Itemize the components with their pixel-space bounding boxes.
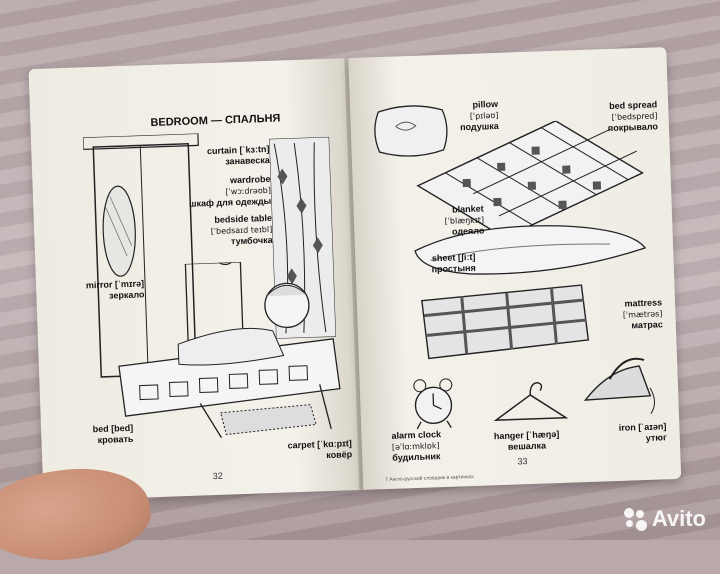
page-title: BEDROOM — СПАЛЬНЯ: [150, 112, 281, 130]
pillow-russian: подушка: [459, 120, 499, 133]
open-book: BEDROOM — СПАЛЬНЯ: [23, 47, 688, 509]
carpet-russian: ковёр: [326, 449, 353, 461]
hanger-illustration: [493, 381, 569, 421]
mirror-label: mirror [ˈmɪrə] зеркало: [64, 278, 145, 303]
mattress-label: mattress [ˈmætrəs] матрас: [597, 297, 663, 332]
hanger-label: hanger [ˈhæŋə] вешалка: [476, 428, 577, 453]
page-number-left: 32: [212, 470, 224, 482]
wardrobe-russian: шкаф для одежды: [188, 195, 272, 209]
wardrobe-illustration: [82, 133, 199, 378]
curtain-label: curtain [ˈkɜːtn] занавеска: [181, 144, 270, 169]
right-page: pillow [ˈpɪləʊ] подушка bed spread [ˈbed…: [348, 47, 682, 490]
pillow-illustration: [374, 105, 448, 157]
page-footnote: 7 Англо-русский словарик в картинках: [384, 473, 474, 484]
mattress-russian: матрас: [631, 319, 663, 331]
avito-watermark: Avito: [622, 506, 706, 532]
left-page: BEDROOM — СПАЛЬНЯ: [28, 58, 362, 502]
bedspread-illustration: [416, 117, 644, 239]
bedside-table-label: bedside table [ˈbedsaɪd teɪbl] тумбочка: [164, 213, 273, 250]
blanket-illustration: [414, 225, 647, 275]
carpet-label: carpet [ˈkɑːpɪt] ковёр: [257, 438, 353, 463]
bed-label: bed [bed] кровать: [69, 423, 134, 447]
sheet-label: sheet [ʃiːt] простыня: [405, 252, 476, 276]
alarm-clock-label: alarm clock [əˈlɑːmklɒk] будильник: [391, 428, 472, 464]
mattress-illustration: [421, 284, 590, 360]
iron-russian: утюг: [645, 432, 667, 443]
avito-watermark-text: Avito: [651, 506, 706, 531]
alarm-clock-russian: будильник: [392, 451, 441, 463]
blanket-russian: одеяло: [451, 225, 485, 237]
iron-label: iron [ˈaɪən] утюг: [591, 421, 667, 446]
pillow-label: pillow [ˈpɪləʊ] подушка: [438, 99, 499, 134]
curtain-russian: занавеска: [225, 154, 271, 167]
bed-spread-label: bed spread [ˈbedspred] покрывало: [575, 99, 658, 135]
avito-logo-icon: [622, 506, 648, 532]
bed-russian: кровать: [97, 433, 134, 446]
wardrobe-label: wardrobe [ˈwɔːdrəʊb] шкаф для одежды: [162, 174, 272, 211]
iron-illustration: [583, 357, 655, 415]
page-number-right: 33: [517, 456, 528, 467]
hanger-russian: вешалка: [507, 440, 547, 452]
bed-illustration: [118, 258, 341, 439]
blanket-label: blanket [ˈblæŋkɪt] одеяло: [424, 203, 485, 238]
alarm-clock-illustration: [413, 378, 453, 430]
bedside-table-russian: тумбочка: [230, 234, 273, 247]
